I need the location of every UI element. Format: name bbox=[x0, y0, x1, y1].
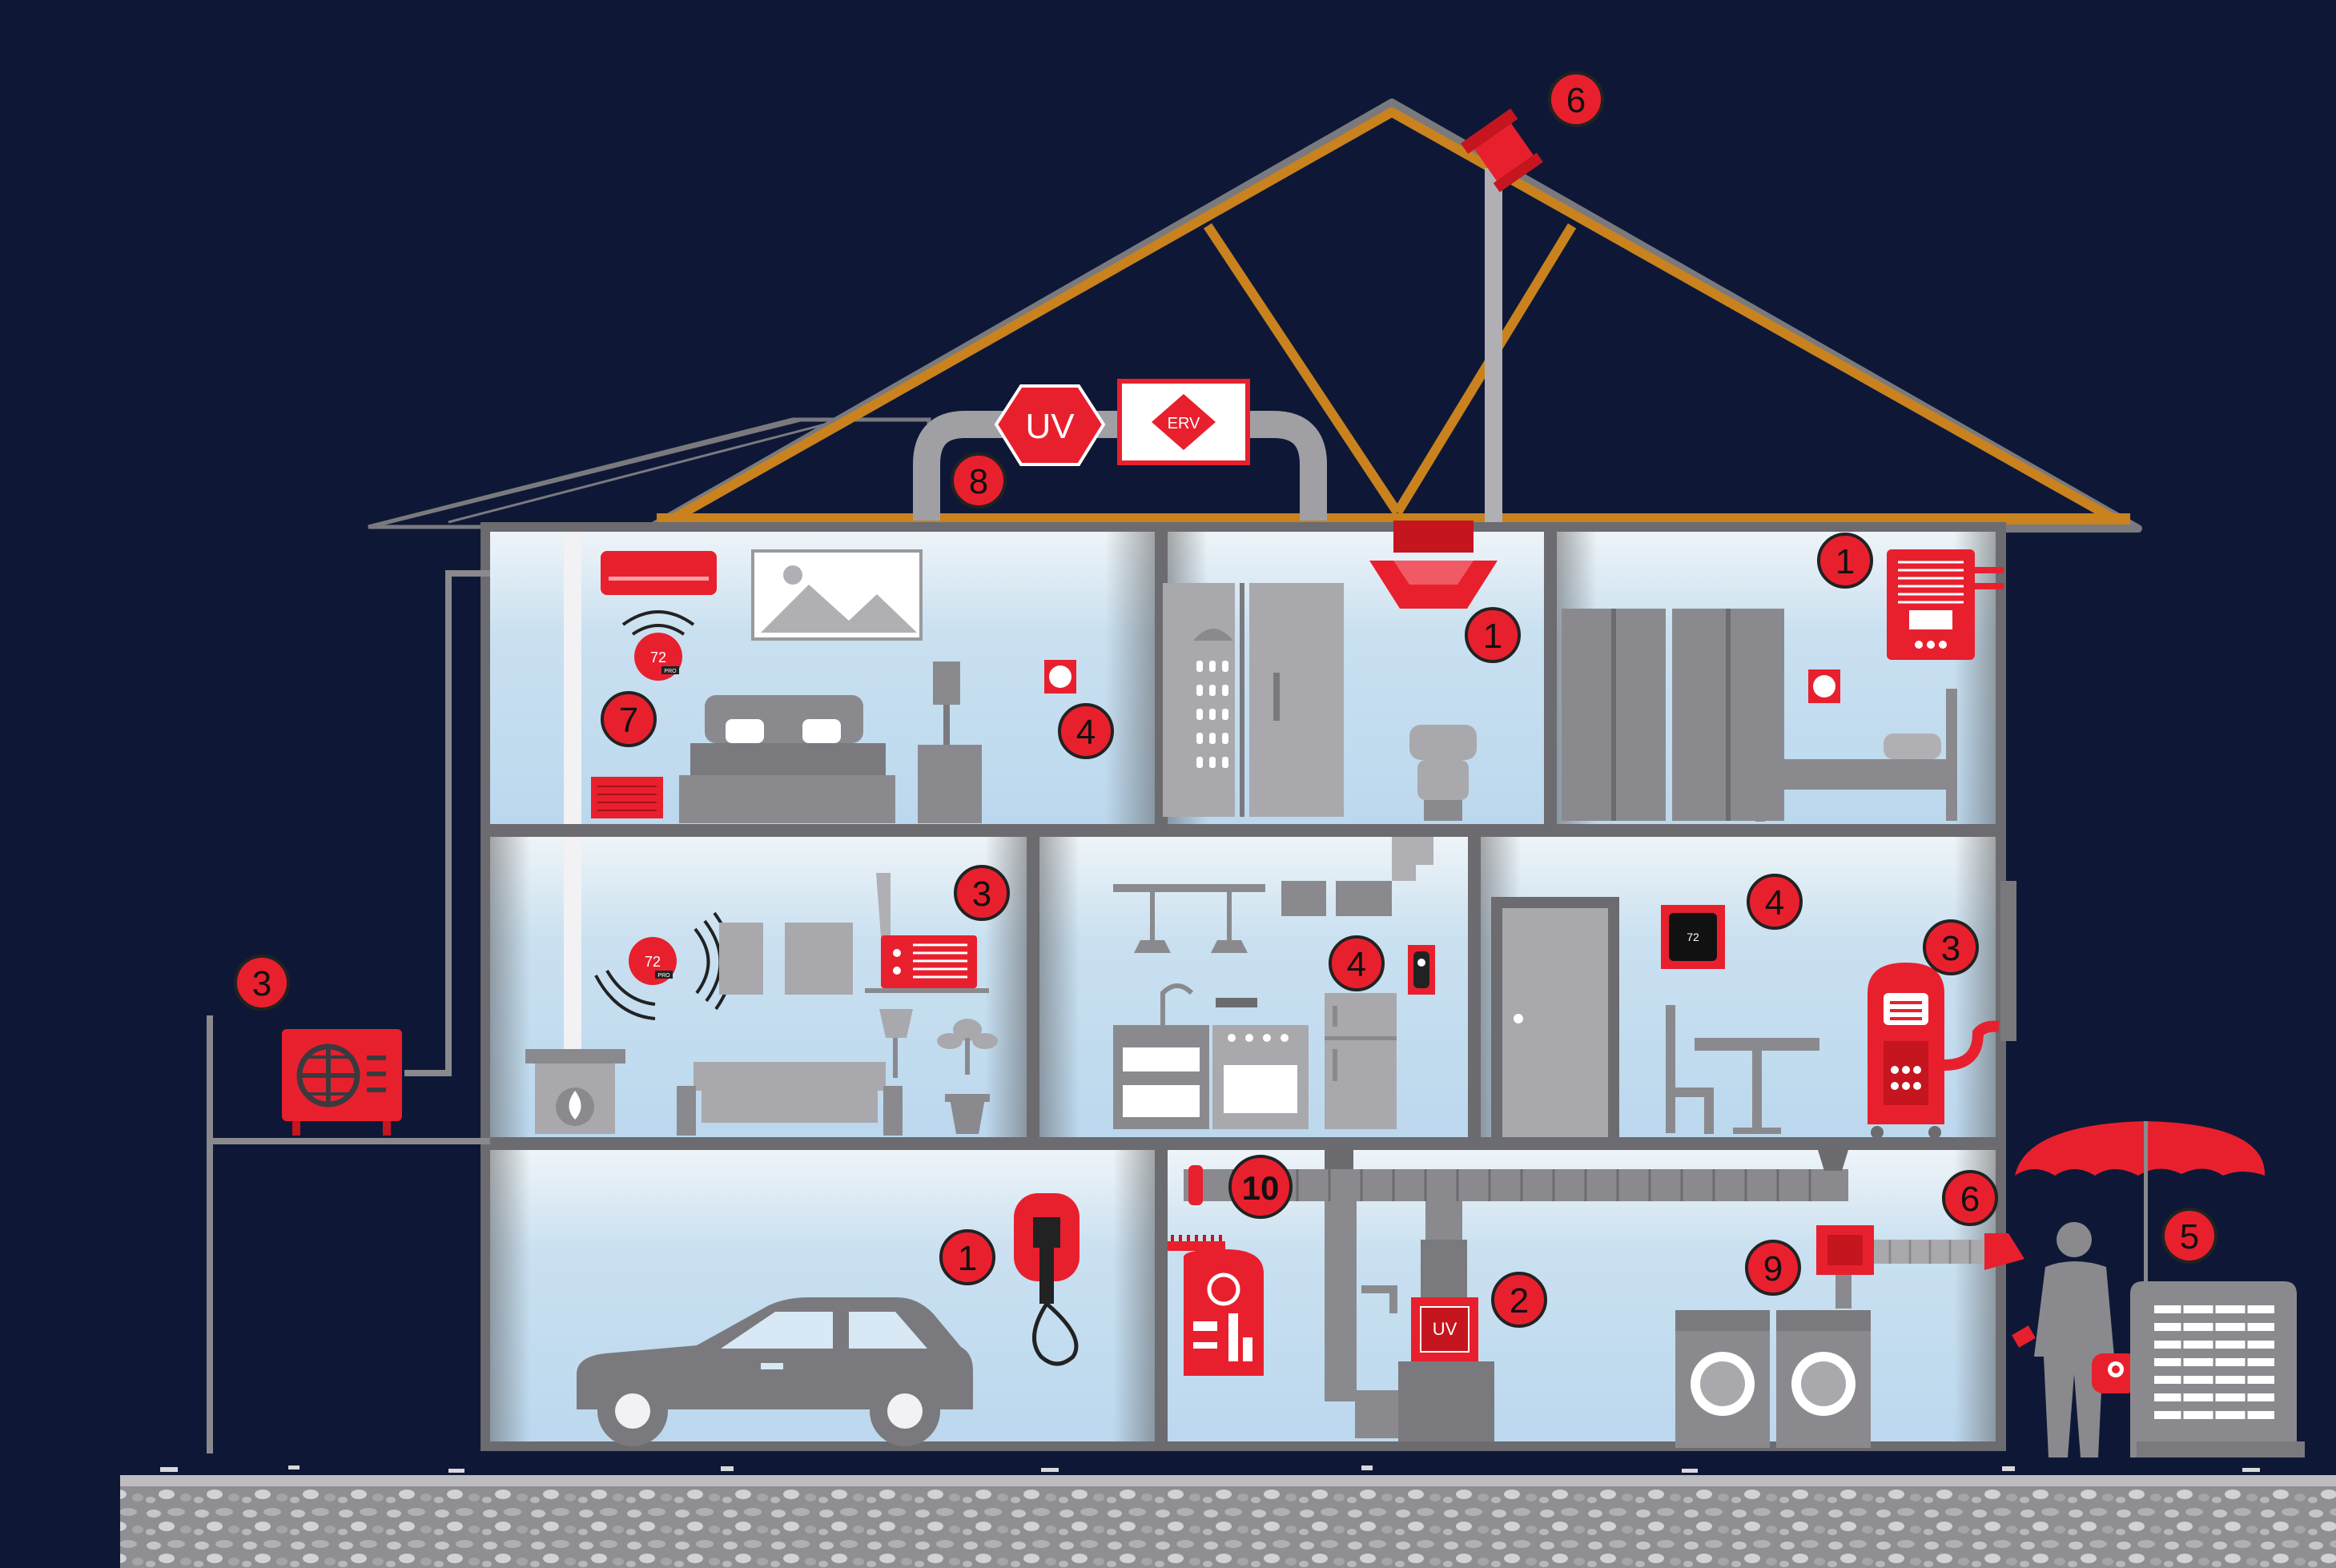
svg-text:3: 3 bbox=[252, 964, 271, 1003]
water-heater bbox=[1168, 1235, 1264, 1376]
svg-text:6: 6 bbox=[1566, 81, 1586, 120]
marker-furnace: 2 bbox=[1491, 1272, 1547, 1328]
svg-text:1: 1 bbox=[958, 1239, 977, 1278]
wood-stove bbox=[525, 1049, 625, 1134]
marker-bedroom-thermostat: 7 bbox=[601, 691, 657, 747]
furnace-uv-label: UV bbox=[1433, 1319, 1457, 1339]
exterior-vent-stub bbox=[2000, 881, 2016, 1041]
single-bed bbox=[1755, 689, 1957, 822]
floor-lamp bbox=[879, 1009, 913, 1078]
dining-table bbox=[1666, 1005, 1819, 1134]
standby-generator bbox=[2130, 1281, 2305, 1457]
smart-thermostat-dining: 72 bbox=[1661, 905, 1725, 969]
marker-dryer-vent: 9 bbox=[1745, 1240, 1801, 1296]
svg-text:1: 1 bbox=[1483, 617, 1502, 656]
marker-kitchen-sensor: 4 bbox=[1329, 935, 1385, 991]
potted-plant bbox=[937, 1019, 998, 1134]
svg-text:6: 6 bbox=[1960, 1180, 1980, 1219]
technician-toolbag bbox=[2012, 1325, 2138, 1393]
svg-text:10: 10 bbox=[1242, 1169, 1280, 1207]
wall-picture bbox=[751, 549, 923, 641]
marker-living-ac: 3 bbox=[954, 865, 1010, 921]
floor-register bbox=[591, 777, 663, 818]
marker-bedroom-sensor: 4 bbox=[1058, 703, 1114, 759]
marker-garage-charger: 1 bbox=[939, 1229, 995, 1285]
marker-dining-dehumidifier: 3 bbox=[1923, 919, 1979, 975]
side-roof bbox=[368, 417, 931, 529]
dryer-vent-box bbox=[1816, 1225, 1986, 1309]
pendant-lights bbox=[1113, 884, 1265, 953]
duct-filter-red bbox=[1188, 1165, 1203, 1205]
svg-text:4: 4 bbox=[1765, 883, 1784, 923]
svg-text:7: 7 bbox=[619, 701, 638, 740]
markers: 6 8 1 1 7 4 3 4 bbox=[234, 71, 2217, 1328]
toilet bbox=[1409, 725, 1477, 821]
svg-text:3: 3 bbox=[1941, 929, 1960, 968]
thermostat-temp-dining: 72 bbox=[1687, 931, 1699, 943]
attic-erv-label: ERV bbox=[1168, 415, 1200, 432]
marker-bedroom-right-unit: 1 bbox=[1817, 533, 1873, 589]
marker-dining-thermostat: 4 bbox=[1747, 874, 1803, 930]
marker-attic-duct: 8 bbox=[951, 452, 1007, 509]
interior-door bbox=[1491, 897, 1619, 1137]
roof-vent-stack bbox=[1460, 108, 1543, 545]
thermostat-temp-living: 72 bbox=[645, 954, 661, 970]
marker-basement-duct: 10 bbox=[1228, 1155, 1293, 1219]
mini-split-head bbox=[601, 551, 717, 595]
attic-erv-unit: ERV bbox=[1117, 379, 1250, 465]
svg-text:4: 4 bbox=[1347, 945, 1366, 984]
air-sensor-bedroom bbox=[1044, 660, 1076, 694]
marker-outdoor-condenser: 3 bbox=[234, 955, 290, 1011]
shower bbox=[1163, 583, 1344, 817]
ground bbox=[120, 1465, 2336, 1568]
ev-charger bbox=[1014, 1193, 1080, 1366]
flue-pipe bbox=[564, 532, 581, 1053]
svg-text:3: 3 bbox=[972, 874, 991, 914]
svg-text:5: 5 bbox=[2180, 1217, 2199, 1256]
attic-uv-label: UV bbox=[1025, 407, 1075, 446]
wall-heater-unit bbox=[1887, 549, 2004, 660]
svg-text:2: 2 bbox=[1510, 1281, 1529, 1321]
attic-uv-light: UV bbox=[994, 384, 1106, 466]
furnace: UV bbox=[1355, 1201, 1494, 1441]
marker-generator: 5 bbox=[2161, 1208, 2217, 1264]
wall-panels bbox=[719, 923, 853, 995]
sofa bbox=[677, 1062, 903, 1136]
smart-thermostat-living: 72 PRO bbox=[629, 937, 677, 985]
portable-dehumidifier bbox=[1868, 963, 2000, 1139]
marker-ceiling-cassette: 1 bbox=[1465, 607, 1521, 663]
thermostat-badge-living: PRO bbox=[657, 973, 670, 979]
outdoor-lineset bbox=[207, 570, 490, 1453]
technician-figure bbox=[2034, 1222, 2114, 1457]
marker-exhaust-vent: 6 bbox=[1942, 1170, 1998, 1226]
wardrobes bbox=[1562, 609, 1784, 821]
exhaust-vent-hood bbox=[1984, 1233, 2024, 1270]
outdoor-condenser bbox=[282, 1029, 402, 1136]
roof-truss bbox=[645, 99, 2142, 533]
svg-text:8: 8 bbox=[969, 462, 988, 501]
kitchen-counter bbox=[1113, 983, 1309, 1129]
refrigerator bbox=[1325, 993, 1397, 1129]
air-sensor-right bbox=[1808, 669, 1840, 703]
thermostat-temp-top: 72 bbox=[650, 649, 666, 665]
stairs bbox=[1281, 837, 1433, 916]
svg-text:1: 1 bbox=[1835, 542, 1855, 581]
car bbox=[577, 1297, 973, 1446]
nightstand-lamp bbox=[918, 661, 982, 823]
bed bbox=[679, 695, 895, 823]
basement-duct bbox=[1184, 1150, 1848, 1401]
svg-text:4: 4 bbox=[1076, 713, 1096, 752]
washer-dryer bbox=[1675, 1310, 1871, 1448]
video-doorbell bbox=[1408, 945, 1435, 995]
thermostat-badge-top: PRO bbox=[664, 669, 677, 674]
basement-duct-branch bbox=[1361, 1285, 1397, 1313]
svg-text:9: 9 bbox=[1763, 1249, 1783, 1289]
smart-thermostat-top: 72 PRO bbox=[634, 633, 682, 681]
marker-roof-vent: 6 bbox=[1548, 71, 1604, 127]
umbrella bbox=[2015, 1121, 2266, 1289]
window-ac bbox=[865, 873, 989, 993]
ceiling-cassette bbox=[1369, 521, 1498, 609]
